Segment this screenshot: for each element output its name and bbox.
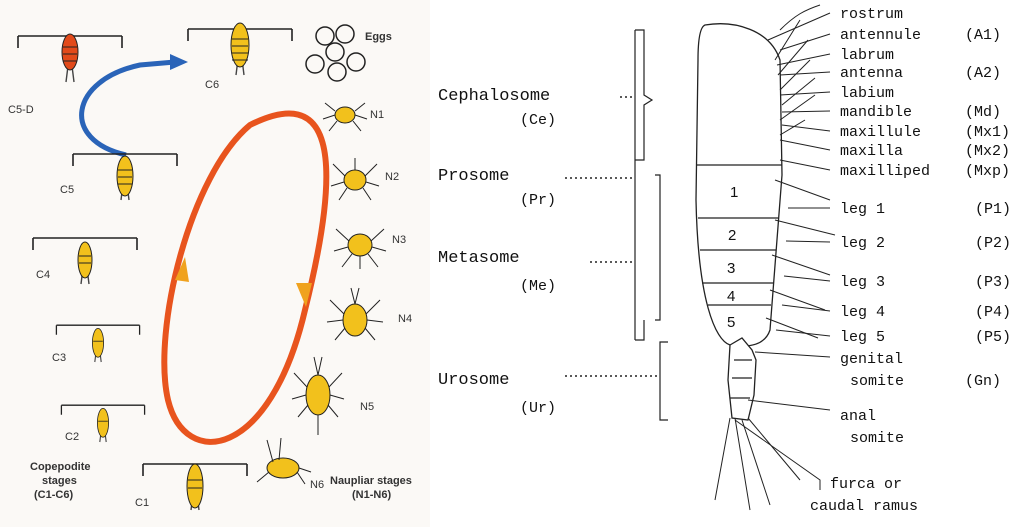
copepod-body bbox=[696, 24, 782, 420]
region-urosome-abbr: (Ur) bbox=[520, 400, 556, 417]
part-leg-1-abbr: (P1) bbox=[975, 201, 1011, 218]
part-maxilla-abbr: (Mx2) bbox=[965, 143, 1010, 160]
region-cephalosome: Cephalosome bbox=[438, 87, 550, 106]
part-rostrum: rostrum bbox=[840, 6, 903, 23]
part-antennule: antennule bbox=[840, 27, 921, 44]
part-maxilla: maxilla bbox=[840, 143, 903, 160]
part-furca-line-2: caudal ramus bbox=[810, 498, 918, 515]
part-maxilliped: maxilliped bbox=[840, 163, 930, 180]
region-metasome-abbr: (Me) bbox=[520, 278, 556, 295]
nauplius-n4 bbox=[327, 288, 383, 340]
stage-label-n6: N6 bbox=[310, 479, 324, 491]
part-leg-4-abbr: (P4) bbox=[975, 304, 1011, 321]
part-genital-somite-abbr: (Gn) bbox=[965, 373, 1001, 390]
region-metasome: Metasome bbox=[438, 249, 520, 268]
anatomy-diagram: 1 2 3 4 5 Cephalosome (Ce) Prosome (Pr) … bbox=[430, 0, 1027, 527]
segment-number-3: 3 bbox=[727, 260, 735, 277]
naupliar-group-line-1: Naupliar stages bbox=[330, 475, 412, 487]
copepodite-c6 bbox=[188, 23, 292, 75]
stage-label-c3: C3 bbox=[52, 352, 66, 364]
stage-label-n5: N5 bbox=[360, 401, 374, 413]
part-leg-5-abbr: (P5) bbox=[975, 329, 1011, 346]
nauplius-n3 bbox=[334, 229, 386, 269]
part-leg-3-abbr: (P3) bbox=[975, 274, 1011, 291]
part-genital-somite-line-1: genital bbox=[840, 351, 903, 368]
part-genital-somite-line-2: somite bbox=[850, 373, 904, 390]
part-furca-line-1: furca or bbox=[830, 476, 902, 493]
stage-label-c4: C4 bbox=[36, 269, 50, 281]
stage-label-c6: C6 bbox=[205, 79, 219, 91]
nauplius-n6 bbox=[257, 438, 311, 484]
part-labrum: labrum bbox=[840, 47, 894, 64]
copepodite-c3 bbox=[56, 325, 139, 362]
diapause-arrow bbox=[82, 62, 175, 155]
stage-label-n2: N2 bbox=[385, 171, 399, 183]
part-leg-5: leg 5 bbox=[840, 329, 885, 346]
segment-number-1: 1 bbox=[730, 184, 738, 201]
eggs-label: Eggs bbox=[365, 31, 392, 43]
copepodite-group-line-2: stages bbox=[42, 475, 77, 487]
copepodite-c5 bbox=[73, 154, 177, 200]
region-urosome: Urosome bbox=[438, 371, 509, 390]
stage-label-n1: N1 bbox=[370, 109, 384, 121]
part-antenna-abbr: (A2) bbox=[965, 65, 1001, 82]
stage-label-n4: N4 bbox=[398, 313, 412, 325]
naupliar-group-line-2: (N1-N6) bbox=[352, 489, 391, 501]
segment-number-5: 5 bbox=[727, 314, 735, 331]
copepodite-c1 bbox=[143, 464, 247, 510]
nauplius-n1 bbox=[323, 103, 367, 131]
life-cycle-diagram: C5-D C6 C5 C4 C3 C2 C1 Eggs N1 N2 N3 N4 … bbox=[0, 0, 430, 527]
part-antennule-abbr: (A1) bbox=[965, 27, 1001, 44]
part-mandible: mandible bbox=[840, 104, 912, 121]
nauplius-n5 bbox=[292, 357, 344, 435]
stage-label-c2: C2 bbox=[65, 431, 79, 443]
stage-label-c5-d: C5-D bbox=[8, 104, 34, 116]
part-maxillule-abbr: (Mx1) bbox=[965, 124, 1010, 141]
part-mandible-abbr: (Md) bbox=[965, 104, 1001, 121]
region-cephalosome-abbr: (Ce) bbox=[520, 112, 556, 129]
stage-label-c1: C1 bbox=[135, 497, 149, 509]
stage-label-c5: C5 bbox=[60, 184, 74, 196]
part-leg-3: leg 3 bbox=[840, 274, 885, 291]
stage-label-n3: N3 bbox=[392, 234, 406, 246]
anatomy-panel: 1 2 3 4 5 Cephalosome (Ce) Prosome (Pr) … bbox=[430, 0, 1027, 527]
segment-number-4: 4 bbox=[727, 288, 735, 305]
part-labium: labium bbox=[840, 85, 894, 102]
part-anal-somite-line-1: anal bbox=[840, 408, 876, 425]
development-cycle-arrow bbox=[164, 114, 326, 442]
part-leg-2-abbr: (P2) bbox=[975, 235, 1011, 252]
nauplius-n2 bbox=[331, 158, 379, 200]
copepodite-c5-d bbox=[18, 34, 122, 82]
region-brackets bbox=[635, 30, 668, 420]
copepodite-group-line-1: Copepodite bbox=[30, 461, 91, 473]
copepodite-group-line-3: (C1-C6) bbox=[34, 489, 73, 501]
region-leaders bbox=[565, 97, 660, 376]
part-antenna: antenna bbox=[840, 65, 903, 82]
eggs-cluster bbox=[306, 25, 365, 81]
segment-number-2: 2 bbox=[728, 227, 736, 244]
part-maxilliped-abbr: (Mxp) bbox=[965, 163, 1010, 180]
part-maxillule: maxillule bbox=[840, 124, 921, 141]
region-prosome: Prosome bbox=[438, 167, 509, 186]
part-anal-somite-line-2: somite bbox=[850, 430, 904, 447]
part-leg-4: leg 4 bbox=[840, 304, 885, 321]
life-cycle-panel: C5-D C6 C5 C4 C3 C2 C1 Eggs N1 N2 N3 N4 … bbox=[0, 0, 430, 527]
part-leg-1: leg 1 bbox=[840, 201, 885, 218]
part-leg-2: leg 2 bbox=[840, 235, 885, 252]
diapause-arrow-head bbox=[170, 54, 188, 70]
region-prosome-abbr: (Pr) bbox=[520, 192, 556, 209]
